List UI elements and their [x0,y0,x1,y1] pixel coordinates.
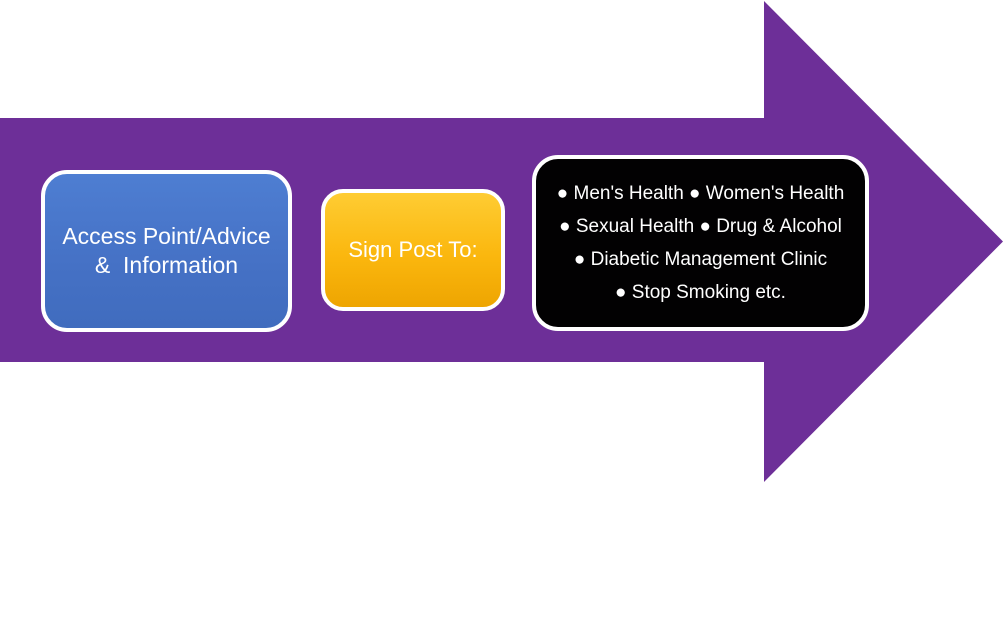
service-line-sexual-health-drug-alcohol: ● Sexual Health ● Drug & Alcohol [559,216,842,237]
signpost-label: Sign Post To: [348,237,478,262]
access-point-label: Access Point/Advice & Information [62,223,271,278]
services-box: ● Men's Health ● Women's Health ● Sexual… [532,155,869,331]
access-point-box: Access Point/Advice & Information [41,170,292,332]
service-line-stop-smoking: ● Stop Smoking etc. [615,282,786,303]
service-line-diabetic-management-clinic: ● Diabetic Management Clinic [573,249,828,270]
signpost-box: Sign Post To: [321,189,505,311]
service-line-mens-womens-health: ● Men's Health ● Women's Health [556,183,845,204]
